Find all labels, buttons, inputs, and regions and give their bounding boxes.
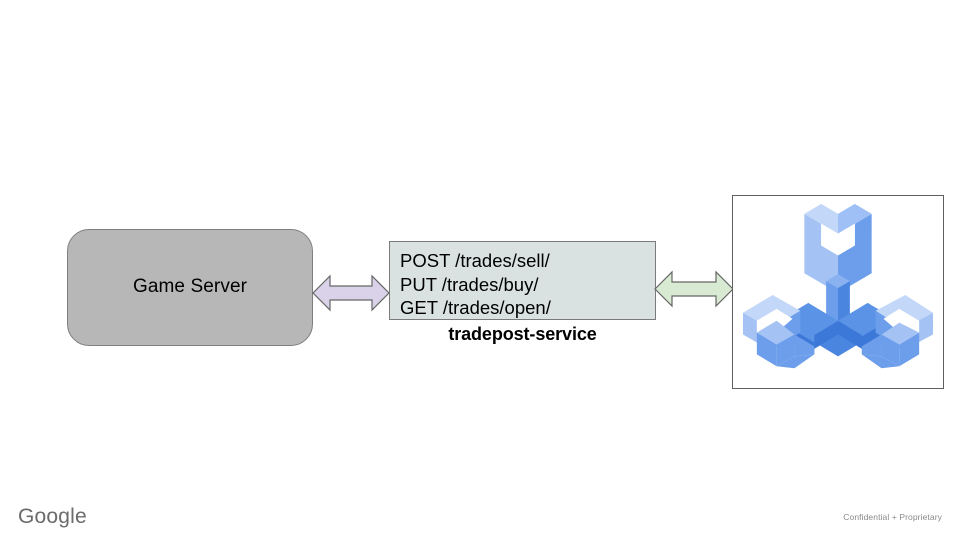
game-server-node[interactable]: Game Server [67, 229, 313, 346]
double-headed-arrow-icon [312, 274, 390, 312]
confidentiality-note: Confidential + Proprietary [843, 512, 942, 522]
right-connector-arrow[interactable] [654, 264, 734, 314]
endpoint-line: PUT /trades/buy/ [400, 273, 539, 295]
game-server-label: Game Server [132, 276, 248, 298]
tradepost-service-node[interactable]: POST /trades/sell/ PUT /trades/buy/ GET … [389, 241, 656, 320]
endpoint-line: POST /trades/sell/ [400, 250, 550, 271]
double-headed-arrow-icon [654, 270, 734, 308]
tradepost-service-caption: tradepost-service [448, 324, 597, 344]
left-connector-arrow[interactable] [312, 268, 390, 318]
agones-logo-panel[interactable] [732, 195, 944, 389]
endpoint-line: GET /trades/open/ [400, 297, 551, 318]
agones-tri-wrench-icon [742, 203, 934, 369]
google-wordmark: Google [18, 505, 87, 528]
